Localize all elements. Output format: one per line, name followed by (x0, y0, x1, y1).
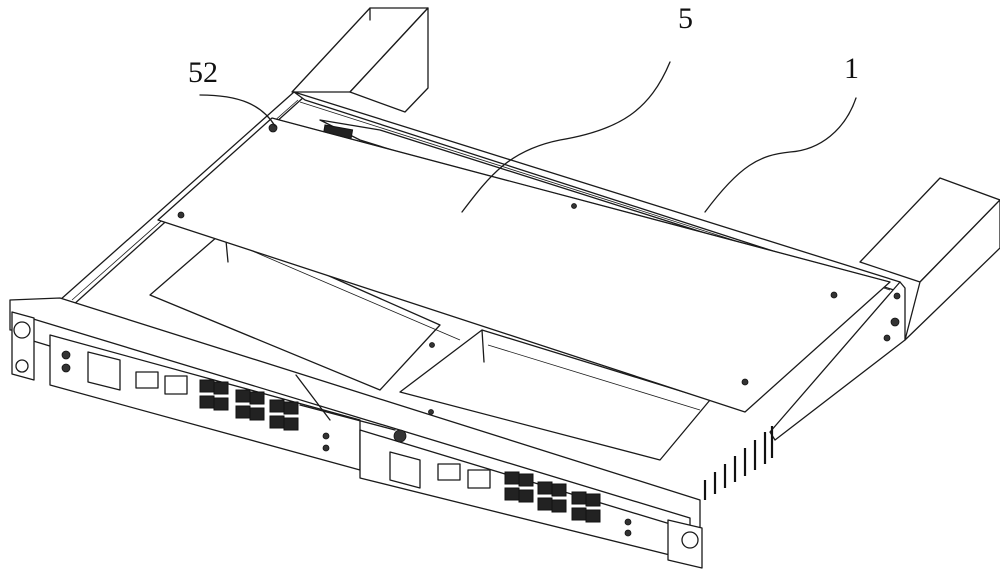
vent-slots (703, 426, 774, 500)
leader-52 (199, 94, 276, 127)
rear-rail-block-left (291, 7, 429, 113)
io-module-left (61, 350, 330, 452)
leader-5 (461, 61, 671, 213)
callout-label-1: 1 (844, 52, 859, 85)
leader-1 (704, 97, 857, 213)
front-handle-left (11, 311, 35, 381)
callout-label-52: 52 (188, 56, 218, 89)
leader-lines (199, 61, 857, 213)
rear-rail-block-right (859, 177, 1000, 341)
screw-hole-52 (268, 123, 278, 133)
io-module-right (389, 429, 632, 537)
front-panel (9, 297, 703, 569)
front-handle-right (667, 519, 703, 569)
callout-label-5: 5 (678, 2, 693, 35)
